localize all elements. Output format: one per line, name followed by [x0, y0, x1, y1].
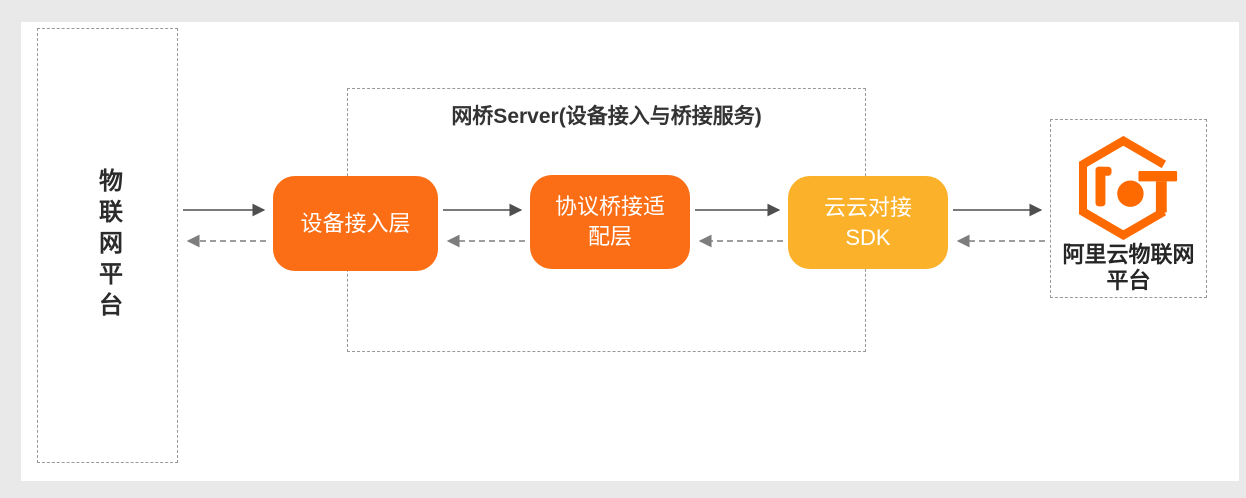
node-protocol-bridge-adapter-layer: 协议桥接适 配层 — [530, 175, 690, 269]
aliyun-iot-platform-label: 阿里云物联网 平台 — [1062, 242, 1195, 293]
node-device-access-layer: 设备接入层 — [273, 176, 438, 271]
iot-platform-label: 物联网平台 — [94, 168, 122, 323]
aliyun-iot-platform-box: 阿里云物联网 平台 — [1050, 119, 1207, 298]
node-cloud-cloud-sdk: 云云对接 SDK — [788, 176, 948, 269]
aliyun-iot-logo-icon — [1078, 136, 1177, 240]
bridge-server-title: 网桥Server(设备接入与桥接服务) — [451, 105, 762, 128]
iot-platform-box: 物联网平台 — [37, 28, 178, 463]
